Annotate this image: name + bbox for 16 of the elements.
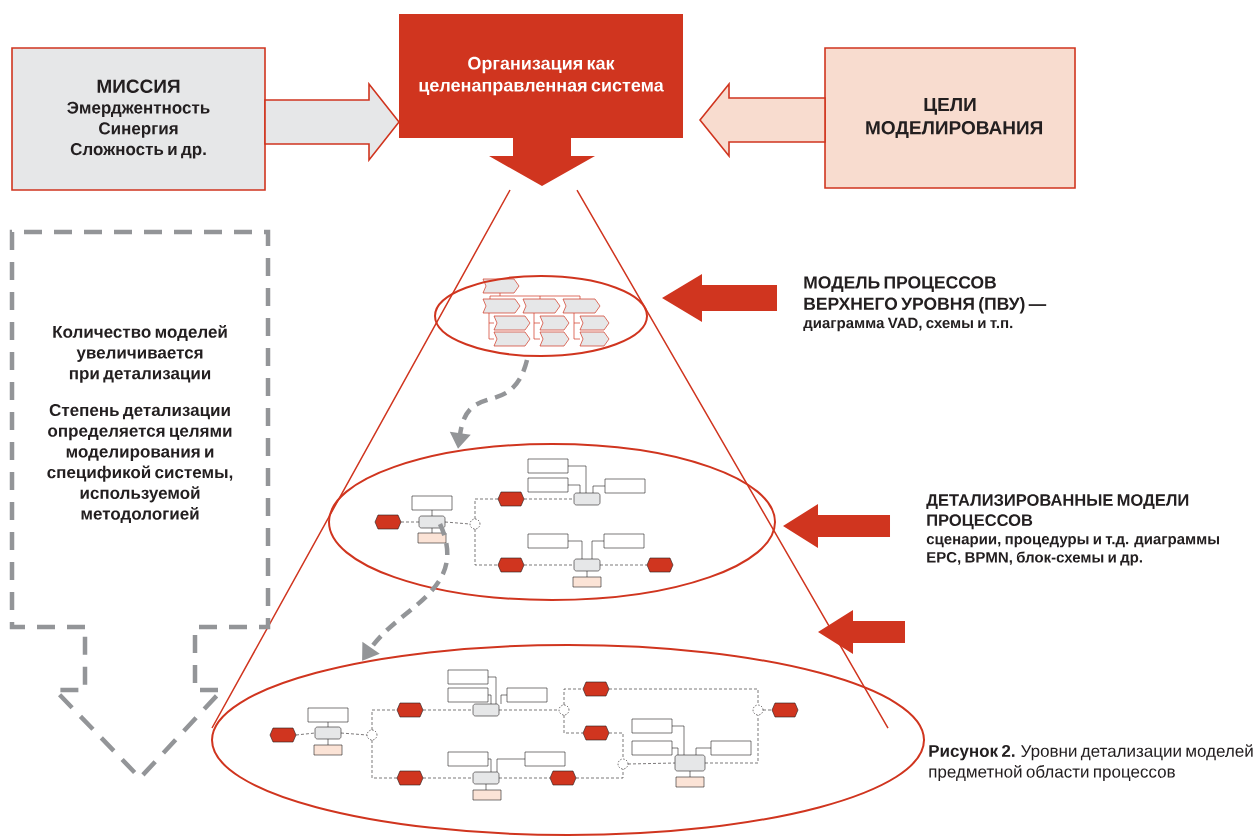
block-arrow <box>489 138 595 186</box>
block-arrow <box>264 81 401 163</box>
goals-box: ЦЕЛИ МОДЕЛИРОВАНИЯ <box>824 47 1076 189</box>
level-ellipse <box>434 275 648 357</box>
mission-box: МИССИЯ Эмерджентность Синергия Сложность и др. <box>11 47 266 191</box>
block-arrow <box>783 504 890 548</box>
level-label: МОДЕЛЬ ПРОЦЕССОВ ВЕРХНЕГО УРОВНЯ (ПВУ) — диаграмма VAD, схемы и т.п. <box>803 276 1047 332</box>
title-box: Организация как целенаправленная система <box>399 14 683 138</box>
level-ellipse <box>328 443 776 601</box>
level-label: ДЕТАЛИЗИРОВАННЫЕ МОДЕЛИ ПРОЦЕССОВ сценарии, процедуры и т.д. диаграммы EPC, BPMN, блок-схемы и др. <box>926 494 1219 566</box>
dashed-arrow-box: Количество моделей увеличивается при детализации Степень детализации определяется целями моделирования и спецификой системы, используемой методологией <box>9 229 271 782</box>
figure-caption: Рисунок 2. Уровни детализации моделей предметной области процессов <box>929 744 1253 782</box>
block-arrow <box>662 274 777 322</box>
level-ellipse <box>211 644 925 836</box>
block-arrow <box>818 610 905 654</box>
block-arrow <box>699 81 826 159</box>
